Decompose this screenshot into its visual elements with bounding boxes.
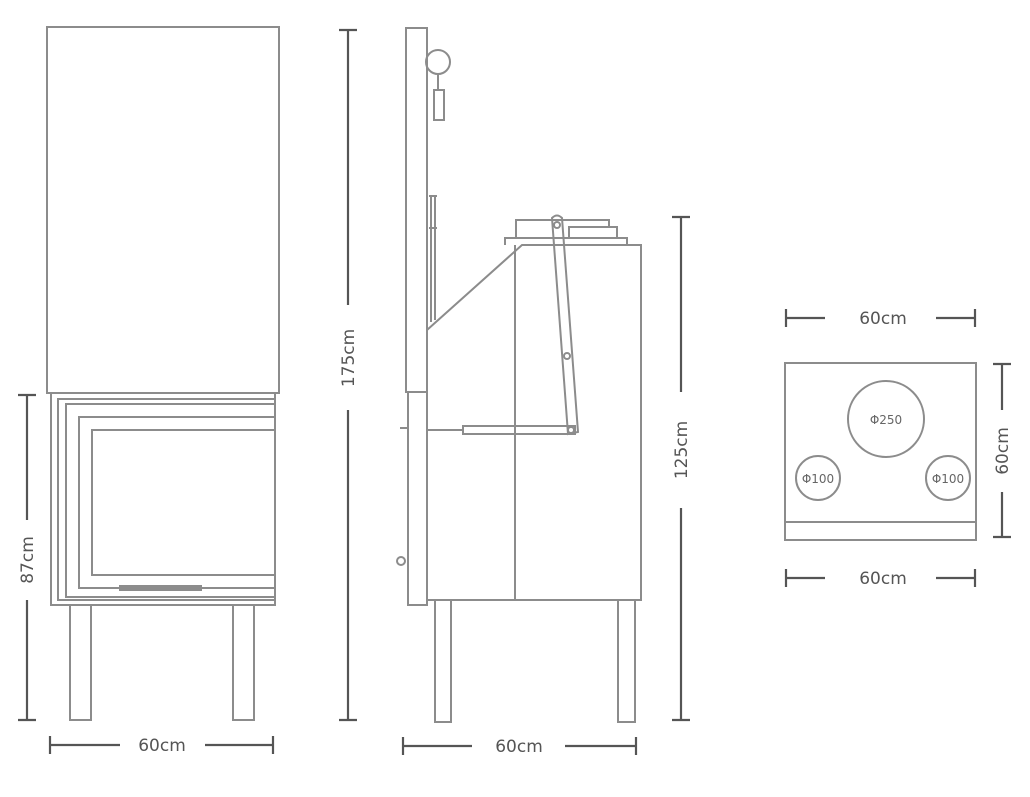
side-chimney-panel [405,27,428,393]
outlet-main [847,380,925,458]
side-lever-arm [550,214,580,436]
top-view: Φ250 Φ100 Φ100 [784,362,977,541]
label-top-bottom-60cm: 60cm [859,569,907,589]
dimension-175cm: 175cm [339,28,359,722]
dimension-line-top-60cm [784,309,977,327]
front-hood [46,26,280,394]
front-view [46,26,280,721]
dimension-125cm: 125cm [672,215,692,722]
lever-pin-top [553,221,561,229]
front-body [50,392,276,606]
outlet-right [925,455,971,501]
label-outlet-main: Φ250 [870,413,902,427]
side-body [426,244,642,601]
dimension-side-60cm: 60cm [401,737,638,757]
side-leg-back [617,599,636,723]
damper-weight [433,89,445,121]
side-lever-bar [462,425,576,435]
label-top-depth-60cm: 60cm [993,427,1013,475]
side-top-plates [504,219,628,245]
label-175cm: 175cm [339,329,359,387]
side-rod [429,195,437,322]
front-leg-right [232,604,255,721]
lever-pin-bottom [567,426,575,434]
front-glass-frames [57,398,275,601]
dimension-line-top-bottom-60cm [784,569,977,587]
label-side-60cm: 60cm [495,737,543,757]
label-outlet-right: Φ100 [932,472,964,486]
dimension-line-side-60cm [401,737,638,755]
label-125cm: 125cm [672,421,692,479]
dimension-top-60cm: 60cm [784,309,977,329]
dimension-top-bottom-60cm: 60cm [784,569,977,589]
label-87cm: 87cm [18,536,38,584]
dimension-87cm: 87cm [18,393,38,722]
label-outlet-left: Φ100 [802,472,834,486]
lever-pin-middle [563,352,571,360]
dimension-line-top-depth-60cm [993,362,1011,539]
dimension-line-175cm [339,28,357,722]
side-door [407,391,428,606]
door-knob [396,556,406,566]
dimension-line-87cm [18,393,36,722]
damper-wheel [425,49,451,75]
dimension-front-60cm: 60cm [48,736,275,756]
top-outline [784,362,977,541]
label-front-60cm: 60cm [138,736,186,756]
front-leg-left [69,604,92,721]
dimension-top-depth-60cm: 60cm [993,362,1013,539]
label-top-60cm: 60cm [859,309,907,329]
front-door-handle [119,585,202,591]
outlet-left [795,455,841,501]
dimension-line-125cm [672,215,690,722]
dimension-line-front-60cm [48,736,275,754]
side-view [396,27,642,723]
side-leg-front [434,599,452,723]
